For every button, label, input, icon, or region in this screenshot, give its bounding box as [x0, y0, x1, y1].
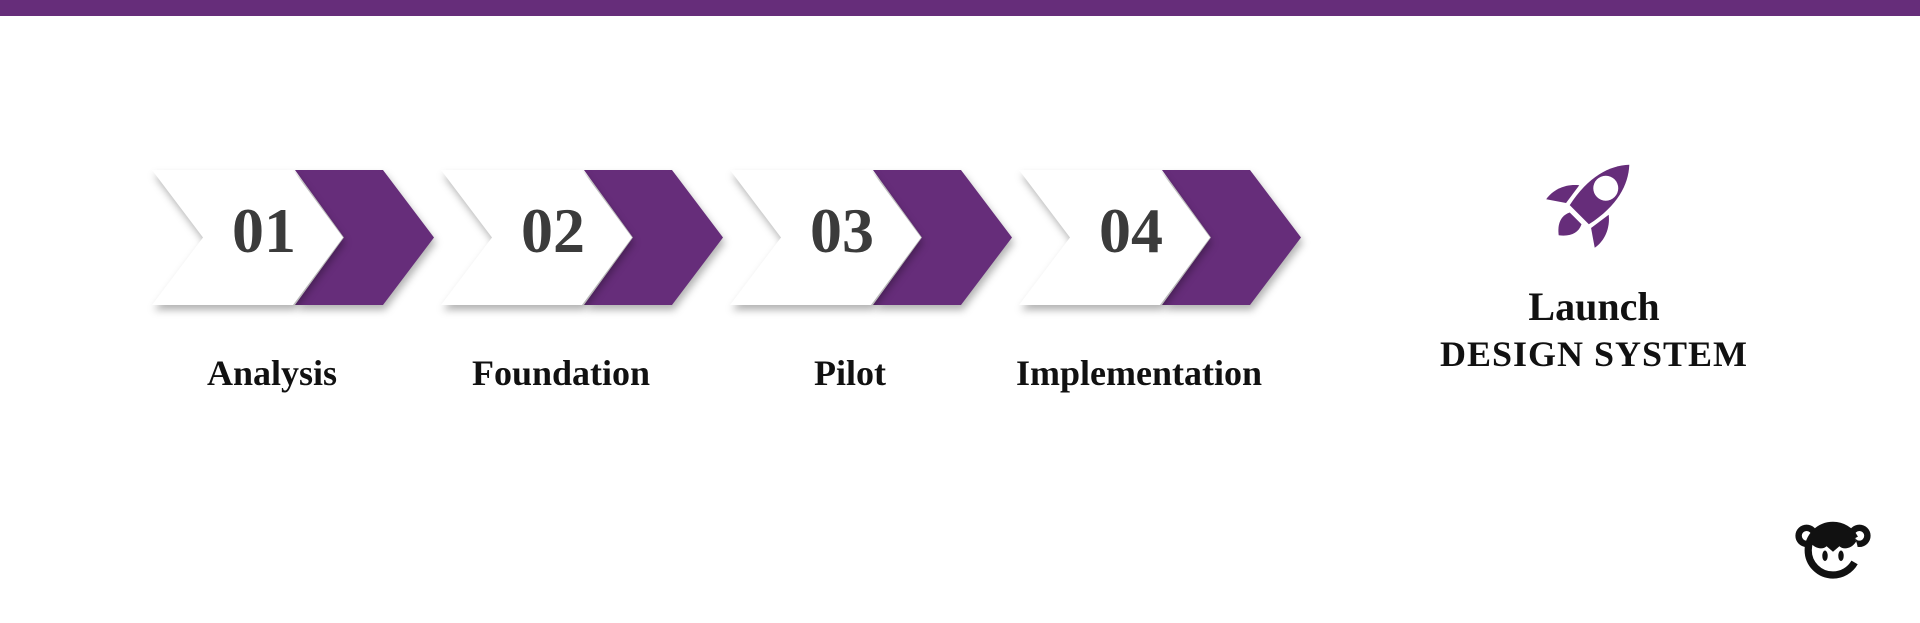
process-step-4: 04 Implementation — [1016, 170, 1301, 393]
step-number: 03 — [810, 195, 874, 266]
process-steps-row: 01 Analysis 02 Foundation 03 Pilot 04 Im… — [152, 170, 1301, 393]
step-label: Pilot — [814, 353, 886, 393]
step-number: 02 — [521, 195, 585, 266]
launch-outcome-block: Launch DESIGN SYSTEM — [1394, 148, 1794, 376]
process-step-3: 03 Pilot — [730, 170, 1012, 393]
rocket-icon — [1542, 148, 1646, 252]
step-number: 01 — [232, 195, 296, 266]
top-accent-bar — [0, 0, 1920, 16]
outcome-title: Launch — [1528, 284, 1660, 329]
step-label: Analysis — [206, 353, 338, 393]
step-label: Foundation — [471, 353, 651, 393]
process-step-2: 02 Foundation — [441, 170, 723, 393]
outcome-subtitle: DESIGN SYSTEM — [1439, 334, 1749, 374]
process-step-1: 01 Analysis — [152, 170, 434, 393]
monkey-logo — [1793, 512, 1873, 582]
step-number: 04 — [1099, 195, 1163, 266]
step-label: Implementation — [1016, 353, 1262, 393]
